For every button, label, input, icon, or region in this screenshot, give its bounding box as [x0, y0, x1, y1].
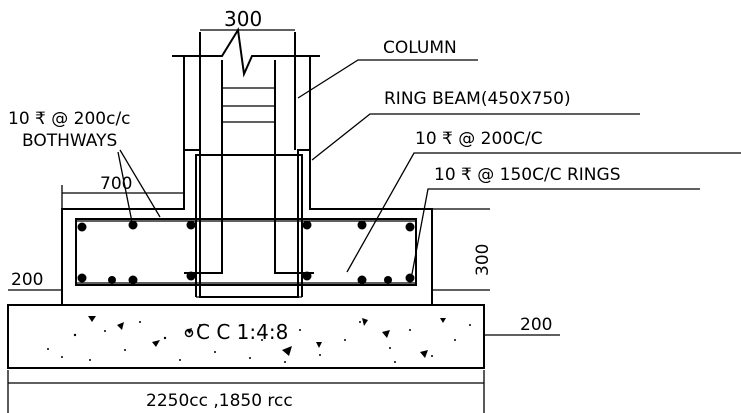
bothways-leader-2	[117, 151, 133, 223]
column-label: COLUMN	[383, 38, 457, 58]
footing-reinforcement-cage	[75, 218, 417, 286]
starter-bar-left	[184, 60, 223, 274]
starter-bar-right	[274, 60, 314, 274]
ring-beam-label: RING BEAM(450X750)	[384, 89, 571, 109]
column-ties	[222, 87, 275, 123]
column-break-line	[172, 27, 320, 78]
column-width-label: 300	[224, 7, 262, 31]
pcc-mix-label: C C 1:4:8	[196, 320, 288, 344]
reinforcement-bars	[77, 220, 415, 285]
ring-beam-leader	[311, 113, 640, 161]
base-width-label: 2250cc ,1850 rcc	[146, 391, 293, 411]
bothways-leader-1	[119, 149, 161, 218]
pcc-mix-marker-icon	[184, 328, 194, 338]
bars-200-label: 10 ₹ @ 200C/C	[415, 129, 543, 149]
rings-150-leader	[411, 188, 700, 275]
pcc-thickness-right-label: 200	[520, 315, 552, 335]
bars-200-leader	[346, 152, 741, 273]
rings-150-label: 10 ₹ @ 150C/C RINGS	[434, 165, 621, 185]
column-leader	[297, 59, 478, 99]
footing-projection-label: 700	[100, 174, 132, 194]
footing-depth-label: 300	[473, 244, 493, 276]
ring-beam-outline	[195, 154, 303, 297]
bothways-label-line2: BOTHWAYS	[22, 131, 117, 151]
pcc-bed	[7, 304, 485, 369]
pcc-thickness-left-label: 200	[11, 270, 43, 290]
bothways-label-line1: 10 ₹ @ 200c/c	[8, 109, 131, 129]
